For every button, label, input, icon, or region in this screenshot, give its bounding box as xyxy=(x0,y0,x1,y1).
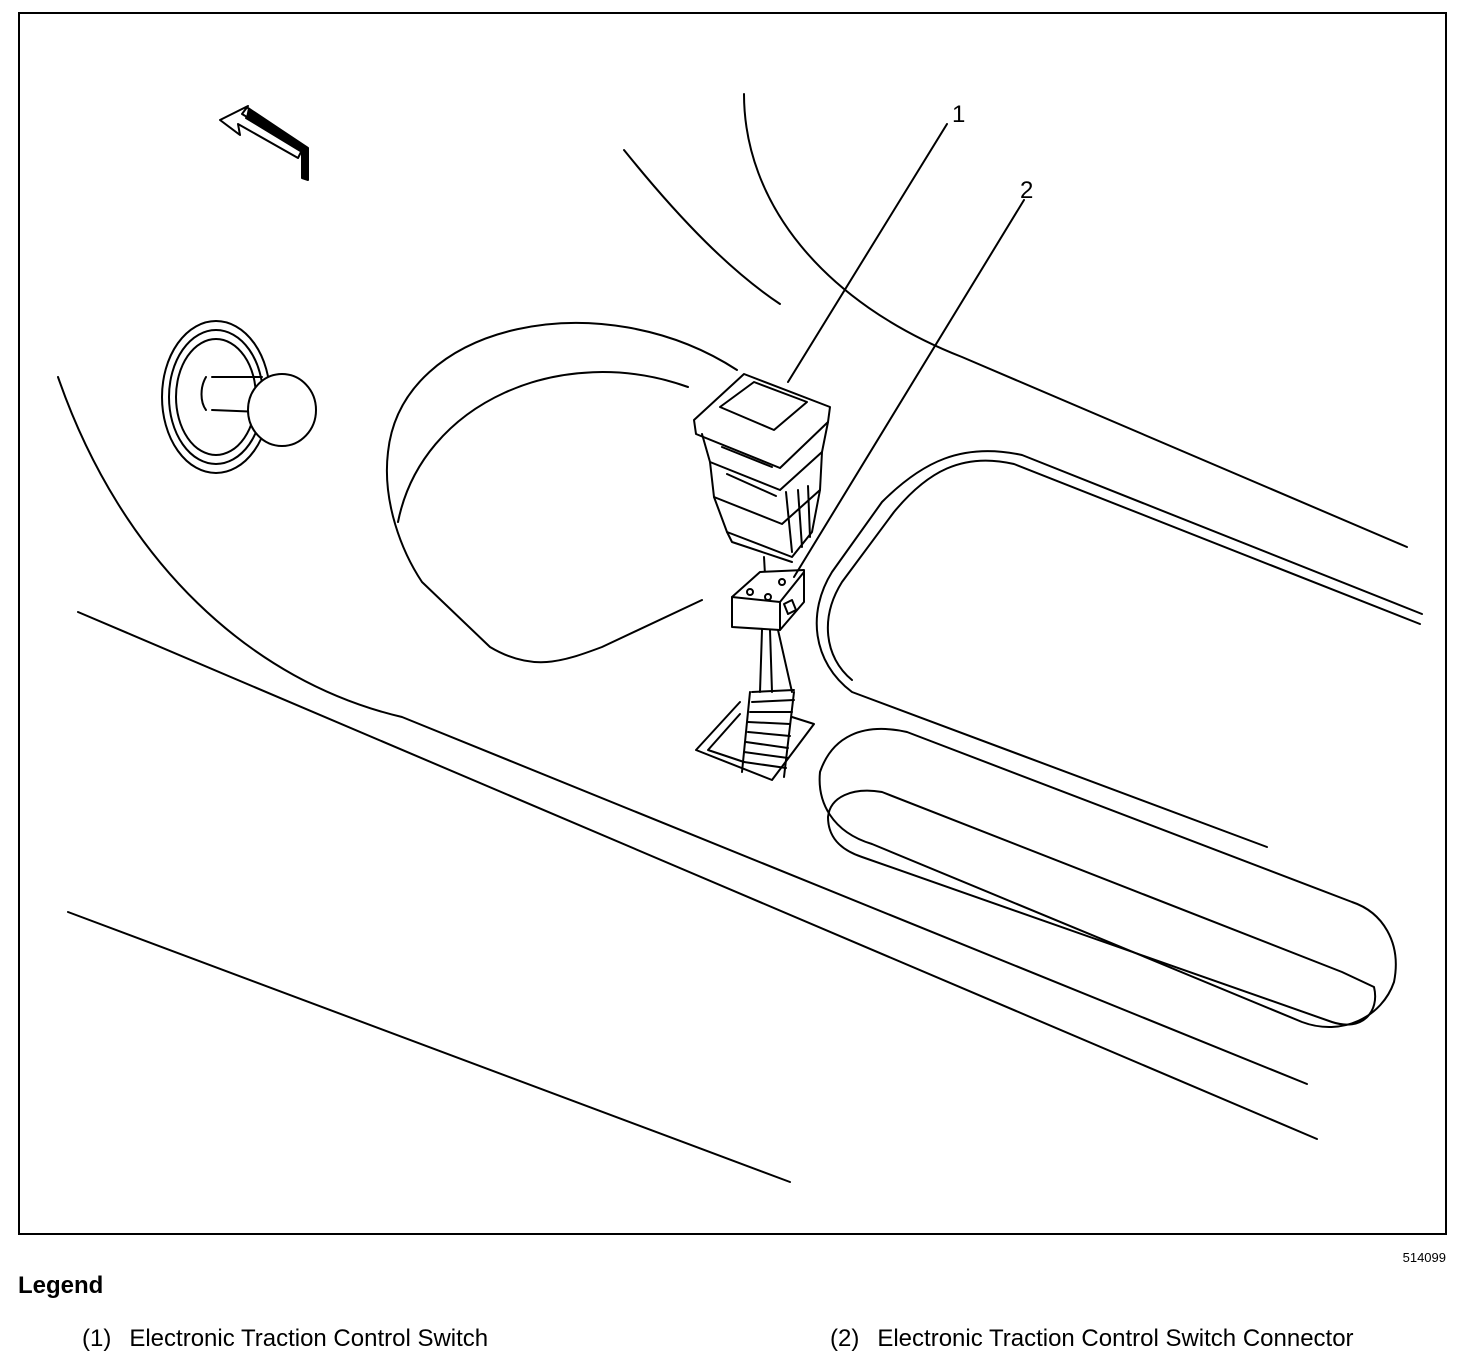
callout-2-leader xyxy=(793,199,1025,578)
callout-1-label: 1 xyxy=(952,101,965,128)
switch-recess-inner xyxy=(397,371,689,523)
legend-item: (2) Electronic Traction Control Switch Co… xyxy=(830,1325,1354,1353)
lower-slot-outer xyxy=(818,727,1397,1028)
switch-recess xyxy=(386,322,738,664)
console-illustration: 1 2 xyxy=(57,93,1423,1183)
harness-opening-inner xyxy=(707,713,745,763)
switch-connector xyxy=(731,556,805,631)
legend-item: (1) Electronic Traction Control Switch xyxy=(82,1325,488,1353)
upper-arc-line xyxy=(623,149,781,305)
traction-control-switch xyxy=(693,373,831,563)
legend-item-number: (1) xyxy=(82,1325,112,1352)
diagram-frame: 1 2 xyxy=(18,12,1447,1235)
lower-panel-line-2 xyxy=(67,911,791,1183)
console-top-edge xyxy=(743,93,1408,548)
left-panel-curve xyxy=(57,376,1308,1085)
legend-title: Legend xyxy=(18,1272,104,1299)
right-tray-outer xyxy=(815,450,1423,848)
harness-opening xyxy=(695,701,815,781)
forward-arrow-icon xyxy=(219,105,309,181)
figure-id: 514099 xyxy=(1402,1250,1446,1265)
callout-2-label: 2 xyxy=(1020,177,1033,204)
legend-item-number: (2) xyxy=(830,1325,860,1352)
callout-1-leader xyxy=(787,123,948,383)
legend-item-label: Electronic Traction Control Switch Conne… xyxy=(877,1325,1354,1352)
right-tray-inner xyxy=(826,459,1421,681)
lower-panel-line-1 xyxy=(77,611,1318,1140)
legend-item-label: Electronic Traction Control Switch xyxy=(129,1325,489,1352)
wire-harness xyxy=(741,629,795,778)
shifter-knob xyxy=(161,320,317,474)
lower-slot-inner xyxy=(827,789,1377,1026)
